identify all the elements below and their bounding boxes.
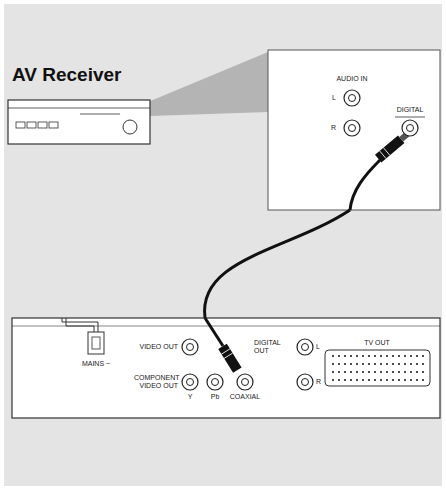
- jack-ring: [344, 120, 360, 136]
- port-label: COAXIAL: [230, 393, 260, 401]
- port-label: Y: [188, 393, 193, 401]
- coaxial-cable: [205, 210, 350, 318]
- port-label: TV OUT: [364, 339, 390, 347]
- jack-ring: [297, 339, 313, 355]
- jack-ring: [182, 374, 198, 390]
- port-label: COMPONENT VIDEO OUT: [134, 374, 178, 390]
- jack-pin: [187, 344, 194, 351]
- player-drawing: [12, 318, 440, 418]
- jack-pin: [187, 379, 194, 386]
- port-label: R: [331, 124, 336, 132]
- jack-pin: [212, 379, 219, 386]
- receiver-drawing: [8, 100, 150, 144]
- port-label: AUDIO IN: [336, 75, 367, 83]
- jack-ring: [402, 120, 418, 136]
- jack-pin: [349, 125, 356, 132]
- device-title: AV Receiver: [12, 64, 122, 86]
- jack-ring: [237, 374, 253, 390]
- port-label: Pb: [211, 393, 220, 401]
- port-label: L: [316, 343, 320, 351]
- jack-ring: [344, 90, 360, 106]
- ground: [4, 4, 442, 486]
- zoom-wedge: [148, 52, 268, 116]
- jack-pin: [302, 379, 309, 386]
- port-label: VIDEO OUT: [138, 343, 178, 351]
- player-node: MAINS ~ VIDEO OUT COMPONENT VIDEO OUT DIGIT…: [12, 318, 440, 418]
- jack-pin: [349, 95, 356, 102]
- port-label: L: [332, 94, 336, 102]
- jack-pin: [302, 344, 309, 351]
- jack-pin: [242, 379, 249, 386]
- jack-ring: [297, 374, 313, 390]
- port-label: DIGITAL: [397, 106, 424, 114]
- jack-ring: [182, 339, 198, 355]
- panel-node: AUDIO IN L R DIGITAL: [268, 50, 440, 210]
- jack-group: [182, 90, 418, 390]
- port-label: MAINS ~: [82, 360, 110, 368]
- panel-drawing: [268, 50, 440, 210]
- port-label: R: [316, 378, 321, 386]
- receiver-node: AV Receiver: [8, 62, 150, 146]
- jack-pin: [407, 125, 414, 132]
- port-label: DIGITAL OUT: [254, 339, 284, 355]
- jack-ring: [207, 374, 223, 390]
